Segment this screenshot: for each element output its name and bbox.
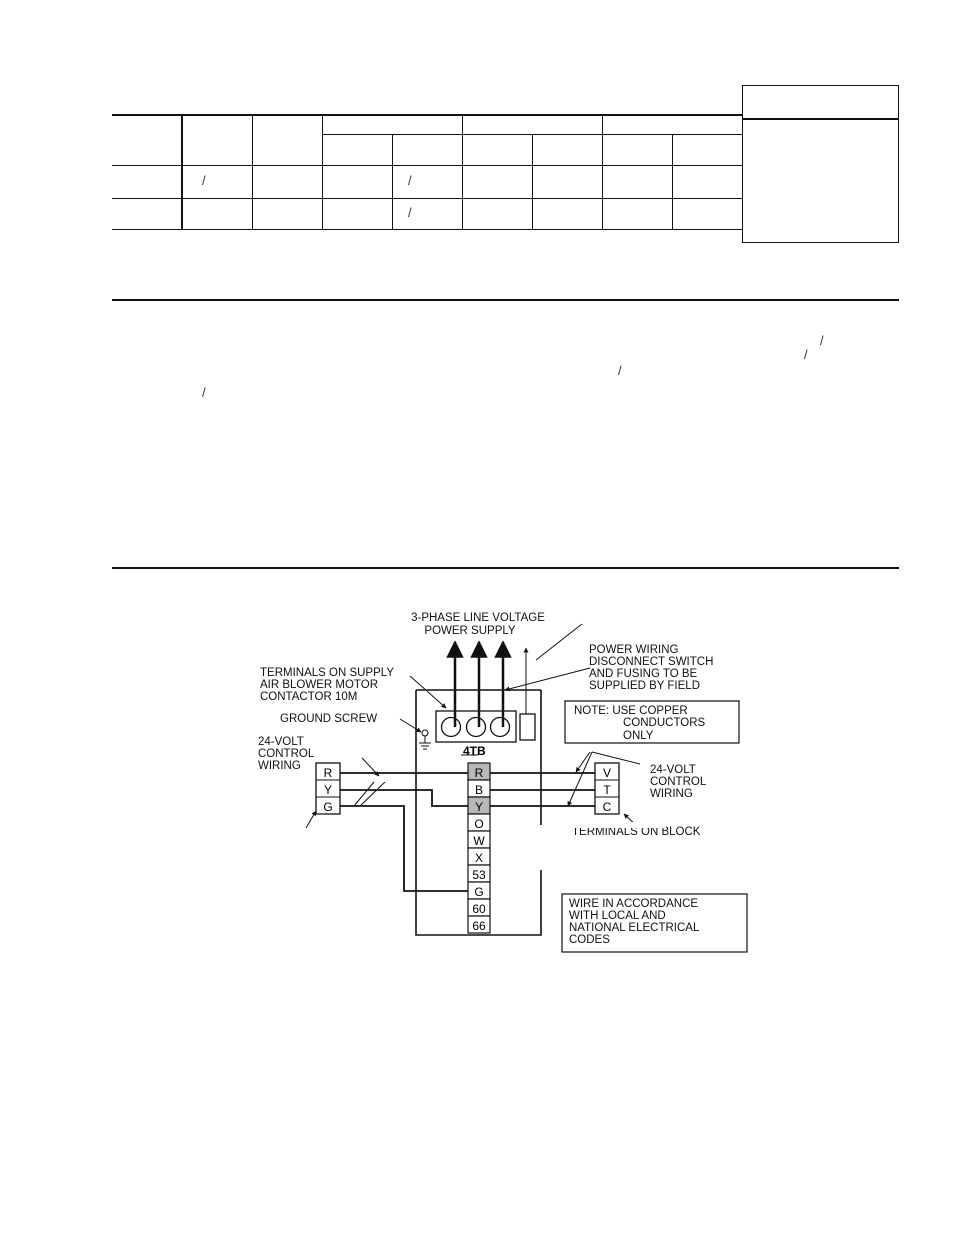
block-terminal-label: O — [474, 817, 483, 831]
power-wiring-label: SUPPLIED BY FIELD — [589, 680, 700, 692]
note-text: CONDUCTORS — [623, 717, 706, 729]
left-terminal-label: Y — [324, 783, 332, 797]
table-top-rule — [112, 114, 742, 116]
unit-enclosure — [415, 690, 542, 936]
contactor-terminal-1 — [440, 716, 462, 738]
leader-line — [305, 810, 317, 829]
leader-line — [535, 623, 583, 661]
leader-line — [504, 667, 591, 692]
block-terminal-label: Y — [475, 800, 483, 814]
leader-line — [359, 781, 386, 807]
block-terminal-label: R — [475, 766, 484, 780]
note-text: ONLY — [623, 730, 654, 742]
terminals-label: AIR BLOWER MOTOR — [260, 679, 378, 691]
leader-line — [409, 675, 447, 709]
left-control-label: CONTROL — [258, 748, 315, 760]
wire-note-text: CODES — [569, 934, 610, 946]
block-terminal-label: 66 — [472, 919, 486, 933]
table-header-bottom-rule — [112, 165, 742, 166]
wire-note-text: WIRE IN ACCORDANCE — [569, 898, 698, 910]
leader-line — [575, 751, 591, 773]
block-terminal-label: 60 — [472, 902, 486, 916]
wire-note-text: NATIONAL ELECTRICAL — [569, 922, 700, 934]
right-terminal-label: T — [603, 783, 611, 797]
side-note-divider — [743, 118, 898, 120]
section-rule — [112, 567, 899, 569]
terminal-block-label: 4TB — [463, 744, 486, 758]
contactor-10m — [435, 710, 517, 743]
left-terminal-label: R — [324, 766, 333, 780]
leader-line — [591, 751, 641, 765]
table-col-divider — [672, 134, 673, 230]
fraction-mark: / — [202, 385, 206, 400]
wire-note-text: WITH LOCAL AND — [569, 910, 666, 922]
block-terminal-label: G — [474, 885, 483, 899]
side-note-box — [742, 85, 899, 243]
note-box — [564, 700, 740, 744]
table-col-divider — [532, 134, 533, 230]
note-text: NOTE: USE COPPER — [574, 705, 688, 717]
right-terminal-strip — [594, 762, 620, 815]
table-col-divider — [252, 115, 253, 230]
power-wiring-label: DISCONNECT SWITCH — [589, 656, 713, 668]
terminal-on-block-label: TERMINALS ON BLOCK — [572, 826, 701, 838]
leader-line — [353, 781, 375, 807]
ground-screw-label: GROUND SCREW — [280, 713, 377, 725]
left-control-label: 24-VOLT — [258, 736, 304, 748]
table-col-divider — [181, 115, 183, 230]
contactor-terminal-2 — [465, 716, 487, 738]
fraction-mark: / — [408, 205, 412, 220]
fraction-mark: / — [804, 347, 808, 362]
terminals-label: CONTACTOR 10M — [260, 691, 357, 703]
section-rule — [112, 299, 899, 301]
fraction-mark: / — [408, 173, 412, 188]
fraction-mark: / — [618, 363, 622, 378]
right-control-label: 24-VOLT — [650, 764, 696, 776]
table-row-rule — [112, 198, 742, 199]
line-voltage-label: POWER SUPPLY — [424, 625, 515, 637]
table-col-divider — [322, 115, 323, 230]
wire-y — [340, 789, 595, 807]
leader-line — [361, 757, 380, 777]
right-control-label: WIRING — [650, 788, 693, 800]
terminal-block-4tb: R B Y O W X 53 G 60 66 — [467, 762, 491, 934]
ground-lug — [519, 713, 536, 741]
right-control-label: CONTROL — [650, 776, 707, 788]
ground-symbol — [419, 729, 431, 750]
power-wiring-label: POWER WIRING — [589, 644, 678, 656]
line-voltage-label: 3-PHASE LINE VOLTAGE — [411, 612, 545, 624]
right-terminal-label: V — [603, 766, 611, 780]
right-terminal-label: C — [603, 800, 612, 814]
power-wiring-label: AND FUSING TO BE — [589, 668, 698, 680]
fraction-mark: / — [202, 173, 206, 188]
left-terminal-label: G — [323, 800, 332, 814]
block-terminal-label: X — [475, 851, 483, 865]
table-col-divider — [462, 115, 463, 230]
table-col-divider — [602, 115, 603, 230]
left-terminal-strip — [315, 762, 341, 815]
block-terminal-label: 53 — [472, 868, 486, 882]
fraction-mark: / — [820, 333, 824, 348]
wire-note-box — [561, 893, 748, 953]
block-terminal-label: B — [475, 783, 483, 797]
left-control-label: WIRING — [258, 760, 301, 772]
wire-g — [340, 805, 469, 892]
leader-line — [567, 751, 593, 807]
terminals-label: TERMINALS ON SUPPLY — [260, 667, 394, 679]
leader-line — [399, 718, 422, 733]
table-col-divider — [392, 134, 393, 230]
contactor-terminal-3 — [489, 716, 511, 738]
table-bottom-rule — [112, 229, 742, 230]
block-terminal-label: W — [473, 834, 485, 848]
